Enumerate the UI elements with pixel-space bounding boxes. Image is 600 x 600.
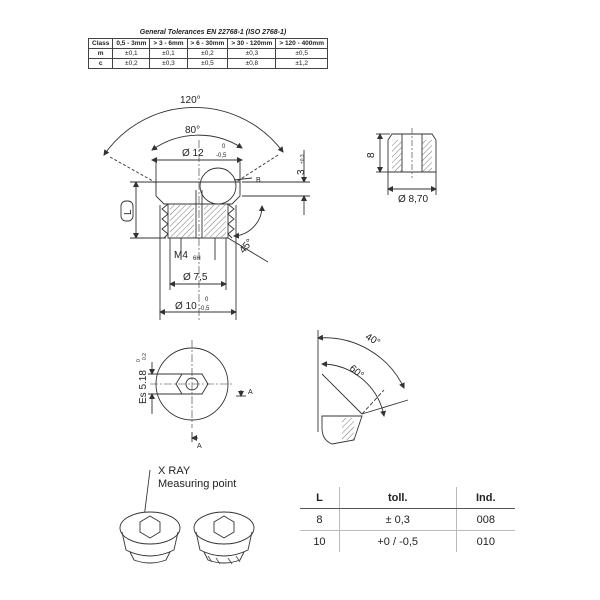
xray-label: X RAY	[158, 465, 191, 477]
detail-60-label: 60°	[347, 363, 366, 381]
angle-80-label: 80°	[185, 125, 200, 136]
l-cell: +0 / -0,5	[338, 530, 457, 552]
dia12-tol-lower: -0,5	[216, 153, 227, 159]
l-header-ind: Ind.	[455, 487, 515, 509]
length-table-header: L toll. Ind.	[300, 487, 515, 509]
l-label-box	[120, 200, 134, 222]
tol-cell: c	[87, 58, 114, 69]
tolerance-table-title: General Tolerances EN 22768-1 (ISO 2768-…	[139, 29, 287, 36]
detail-b-view	[317, 330, 409, 445]
detail-40-label: 40°	[363, 332, 382, 349]
angle-120-label: 120°	[180, 95, 201, 106]
length-table: L toll. Ind. 8 ± 0,3 008 10 +0 / -0,5 01…	[300, 487, 515, 552]
dia10-label: Ø 10	[175, 301, 197, 312]
tol-cell: ±1,2	[275, 58, 328, 69]
angle-80-arc	[151, 134, 243, 151]
section-a-label-bottom: A	[197, 443, 202, 450]
tol-cell: ±0,3	[149, 58, 188, 69]
length-l-label: L	[123, 209, 134, 215]
l-header-l: L	[300, 487, 340, 509]
section-hatch-left	[170, 205, 194, 237]
top-view	[148, 340, 246, 442]
main-view-labels: 120° 80° Ø 12 0 -0,5 B 3 ±0,3 L 45° M4 6…	[123, 95, 307, 312]
main-side-view	[103, 106, 310, 320]
detail-40-arc	[317, 334, 405, 389]
detail-b-circle	[199, 167, 237, 205]
height3-label: 3	[296, 169, 307, 175]
hex-dia-label: Ø 8,70	[398, 194, 428, 205]
section-hatch-right	[204, 205, 226, 237]
height3-tol: ±0,3	[300, 154, 306, 164]
tolerance-table: Class 0,5 - 3mm > 3 - 6mm > 6 - 30mm > 3…	[87, 38, 328, 69]
section-a-label-right: A	[248, 389, 253, 396]
l-cell: ± 0,3	[338, 508, 457, 531]
insert-head	[155, 181, 241, 205]
detail-b-label: B	[256, 177, 261, 184]
l-cell: 8	[300, 508, 340, 531]
dia75-label: Ø 7,5	[183, 272, 208, 283]
l-cell: 010	[455, 530, 515, 552]
l-cell: 008	[455, 508, 515, 531]
tolerance-row-c: c ±0,2 ±0,3 ±0,5 ±0,8 ±1,2	[87, 58, 328, 69]
thread-right	[227, 203, 235, 239]
thread-class-label: 6H	[193, 256, 201, 262]
dia10-tol-lower: -0,5	[199, 306, 210, 312]
thread-label: M4	[174, 250, 188, 261]
tolerance-row-m: m ±0,1 ±0,1 ±0,2 ±0,3 ±0,5	[87, 48, 328, 59]
length-table-row: 8 ± 0,3 008	[300, 508, 515, 531]
length-table-row: 10 +0 / -0,5 010	[300, 530, 515, 552]
es-tol-upper: 0	[136, 359, 142, 362]
hex-side-view	[376, 128, 437, 195]
hex-height-label: 8	[366, 152, 377, 158]
angle-45-arc	[233, 205, 266, 239]
xray-view	[119, 469, 255, 565]
thread-left	[161, 203, 169, 239]
measuring-point-label: Measuring point	[158, 478, 236, 490]
dia12-tol-upper: 0	[222, 144, 226, 150]
dia10-tol-upper: 0	[205, 297, 209, 303]
es-label: Es 5.18	[138, 370, 149, 404]
l-header-toll: toll.	[338, 487, 457, 509]
l-cell: 10	[300, 530, 340, 552]
angle-120-arc	[103, 106, 284, 156]
tol-cell: ±0,8	[227, 58, 277, 69]
detail-60-arc	[321, 361, 387, 417]
es-tol-lower: 0.2	[142, 353, 148, 360]
dia12-label: Ø 12	[182, 148, 204, 159]
